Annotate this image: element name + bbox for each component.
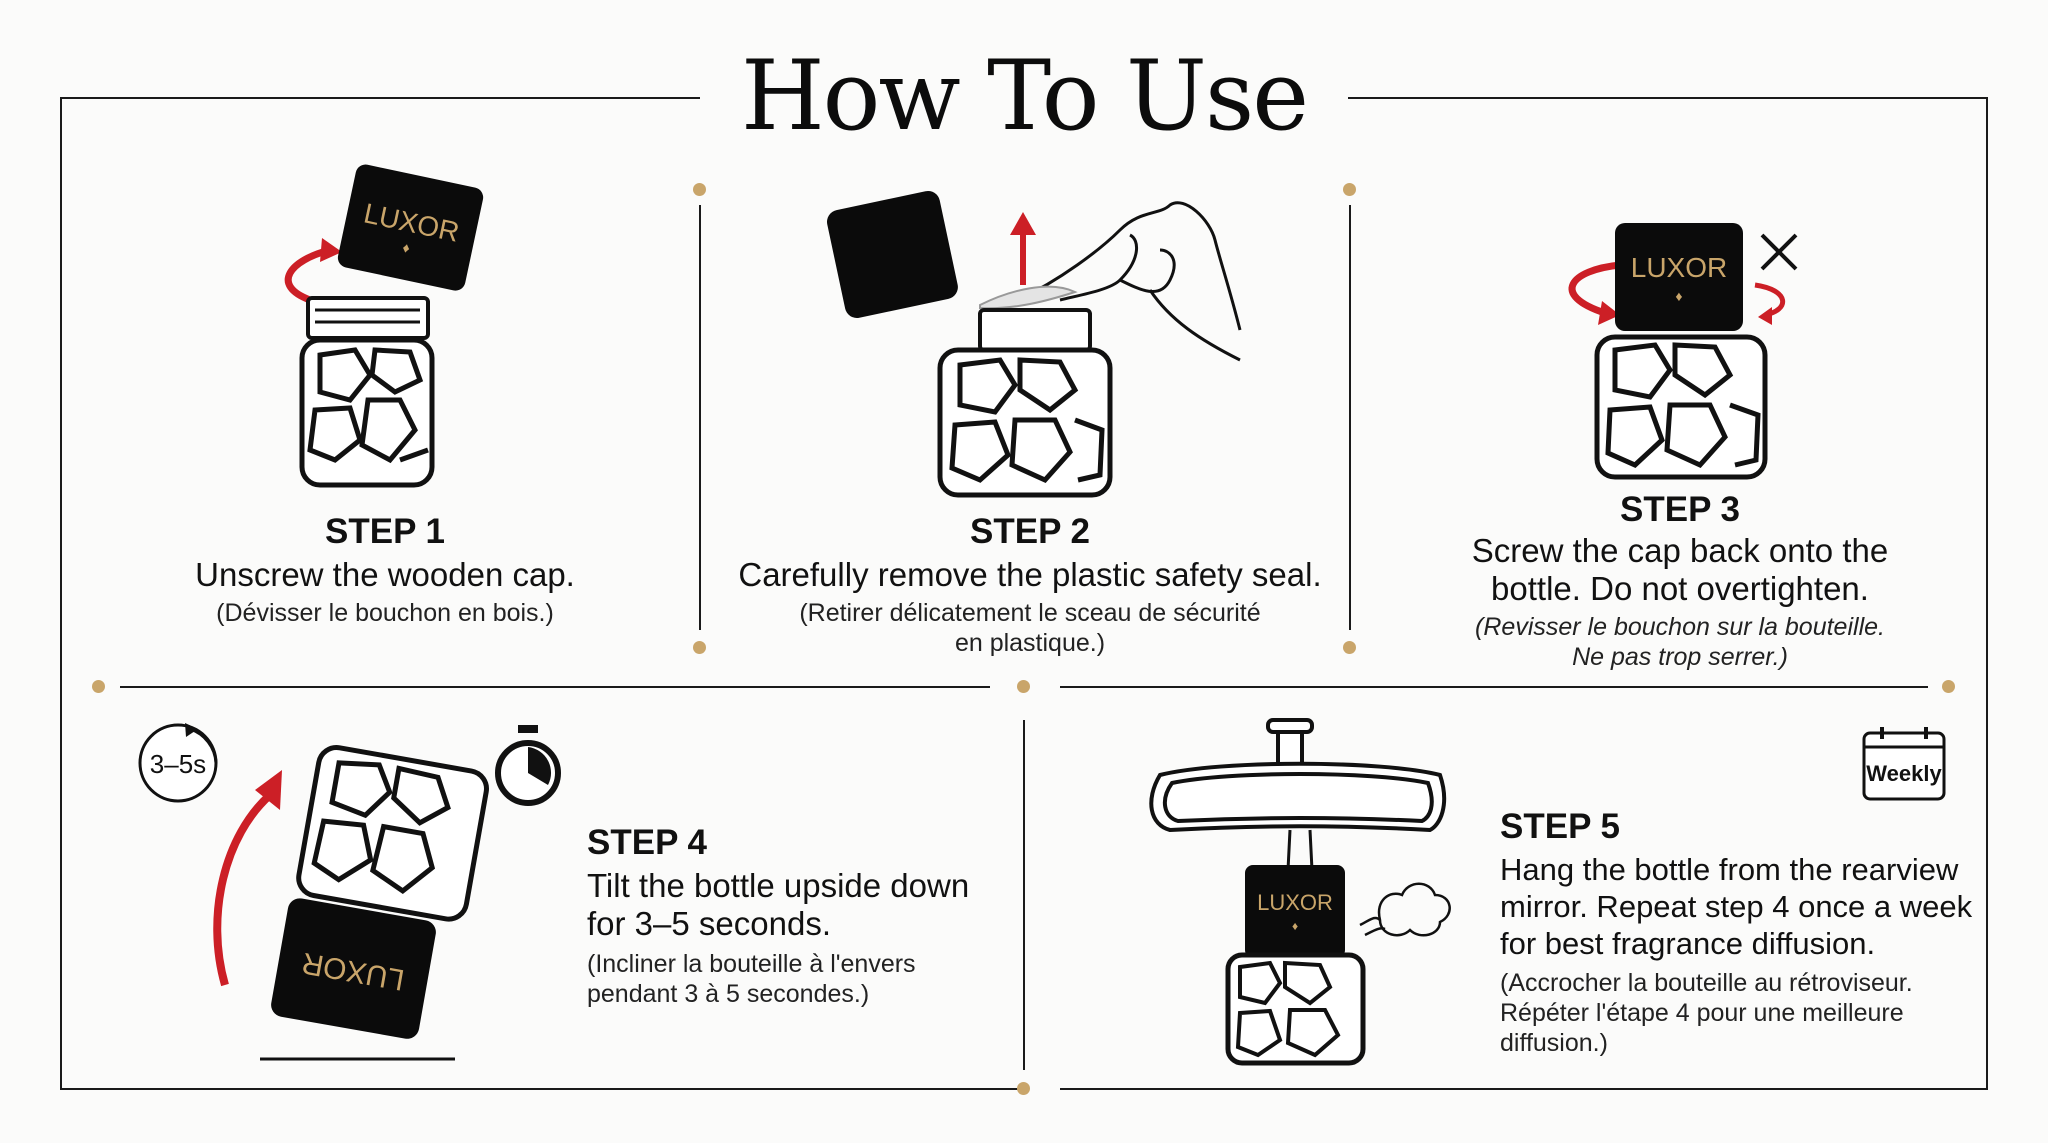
step4-text-en-1: Tilt the bottle upside down — [587, 867, 970, 904]
calendar-badge-text: Weekly — [1866, 761, 1942, 786]
divider-v-3 — [1023, 720, 1025, 1070]
calendar-icon: Weekly — [1862, 727, 1946, 801]
step4-illustration: 3–5s LUXOR — [138, 723, 561, 1061]
step1-label: STEP 1 — [325, 512, 445, 551]
divider-v-1 — [699, 205, 701, 630]
step1-text-fr: (Dévisser le bouchon en bois.) — [216, 599, 554, 627]
step5-text-fr-1: (Accrocher la bouteille au rétroviseur. — [1500, 969, 1913, 997]
cap — [337, 164, 484, 291]
timer-badge-text: 3–5s — [150, 749, 206, 779]
brand-logo: LUXOR — [1257, 890, 1333, 915]
frame-top-right — [1348, 97, 1988, 99]
accent-dot — [1343, 641, 1356, 654]
cap — [826, 190, 958, 319]
frame-right — [1986, 97, 1988, 1090]
divider-v-2 — [1349, 205, 1351, 630]
divider-h-right — [1060, 686, 1928, 688]
timer-icon: 3–5s — [138, 723, 218, 803]
accent-dot — [1942, 680, 1955, 693]
step5-text-fr-3: diffusion.) — [1500, 1029, 1608, 1057]
accent-dot — [693, 641, 706, 654]
step2-text-fr-1: (Retirer délicatement le sceau de sécuri… — [799, 599, 1261, 627]
rotate-arrow-icon — [1568, 261, 1621, 317]
frame-left — [60, 97, 62, 1090]
cap — [271, 898, 436, 1039]
scent-puff-icon — [1359, 882, 1451, 937]
step2-label: STEP 2 — [970, 512, 1090, 551]
brand-logo: LUXOR — [1631, 252, 1727, 283]
step5-text-fr-2: Répéter l'étape 4 pour une meilleure — [1500, 999, 1904, 1027]
frame-top-left — [60, 97, 700, 99]
step1-text-en: Unscrew the wooden cap. — [195, 556, 575, 593]
accent-dot — [1017, 680, 1030, 693]
accent-dot — [1343, 183, 1356, 196]
frame-bottom-right — [1060, 1088, 1988, 1090]
svg-text:♦: ♦ — [1675, 288, 1682, 304]
step5-text-en-2: mirror. Repeat step 4 once a week — [1500, 889, 1973, 924]
step2-text-en: Carefully remove the plastic safety seal… — [738, 556, 1322, 593]
cap — [1615, 223, 1743, 331]
page-title: How To Use — [740, 40, 1309, 152]
x-mark-icon — [1760, 233, 1798, 271]
step4-text-fr-2: pendant 3 à 5 secondes.) — [587, 980, 870, 1008]
step3-text-fr-2: Ne pas trop serrer.) — [1572, 643, 1788, 671]
accent-dot — [693, 183, 706, 196]
svg-text:♦: ♦ — [401, 239, 411, 256]
step5-text-en-1: Hang the bottle from the rearview — [1500, 852, 1959, 887]
rotate-arrow-icon — [213, 792, 273, 987]
step5-label: STEP 5 — [1500, 807, 1620, 846]
step2-illustration — [826, 190, 1242, 498]
step5-text-en-3: for best fragrance diffusion. — [1500, 926, 1876, 961]
divider-h-left — [120, 686, 990, 688]
step4-label: STEP 4 — [587, 823, 707, 862]
step2-text-fr-2: en plastique.) — [954, 629, 1106, 657]
step1-illustration: LUXOR ♦ — [284, 164, 484, 488]
accent-dot — [1017, 1082, 1030, 1095]
step3-text-fr-1: (Revisser le bouchon sur la bouteille. — [1475, 613, 1885, 641]
accent-dot — [92, 680, 105, 693]
rearview-mirror-icon — [1149, 718, 1447, 833]
step4-text-en-2: for 3–5 seconds. — [587, 905, 831, 942]
step4-text-fr-1: (Incliner la bouteille à l'envers — [587, 950, 916, 978]
step3-text-en-2: bottle. Do not overtighten. — [1491, 570, 1869, 607]
frame-bottom-left — [60, 1088, 1020, 1090]
bottle — [296, 745, 489, 922]
cap — [1245, 865, 1345, 958]
step3-illustration: LUXOR ♦ — [1568, 223, 1798, 480]
step3-text-en-1: Screw the cap back onto the — [1471, 532, 1889, 569]
rotate-arrow-icon — [284, 246, 331, 304]
stopwatch-icon — [495, 725, 561, 806]
svg-text:♦: ♦ — [1292, 919, 1298, 933]
step5-illustration: LUXOR ♦ — [1149, 718, 1451, 1066]
step3-label: STEP 3 — [1620, 490, 1740, 529]
hand-icon — [1017, 201, 1242, 362]
